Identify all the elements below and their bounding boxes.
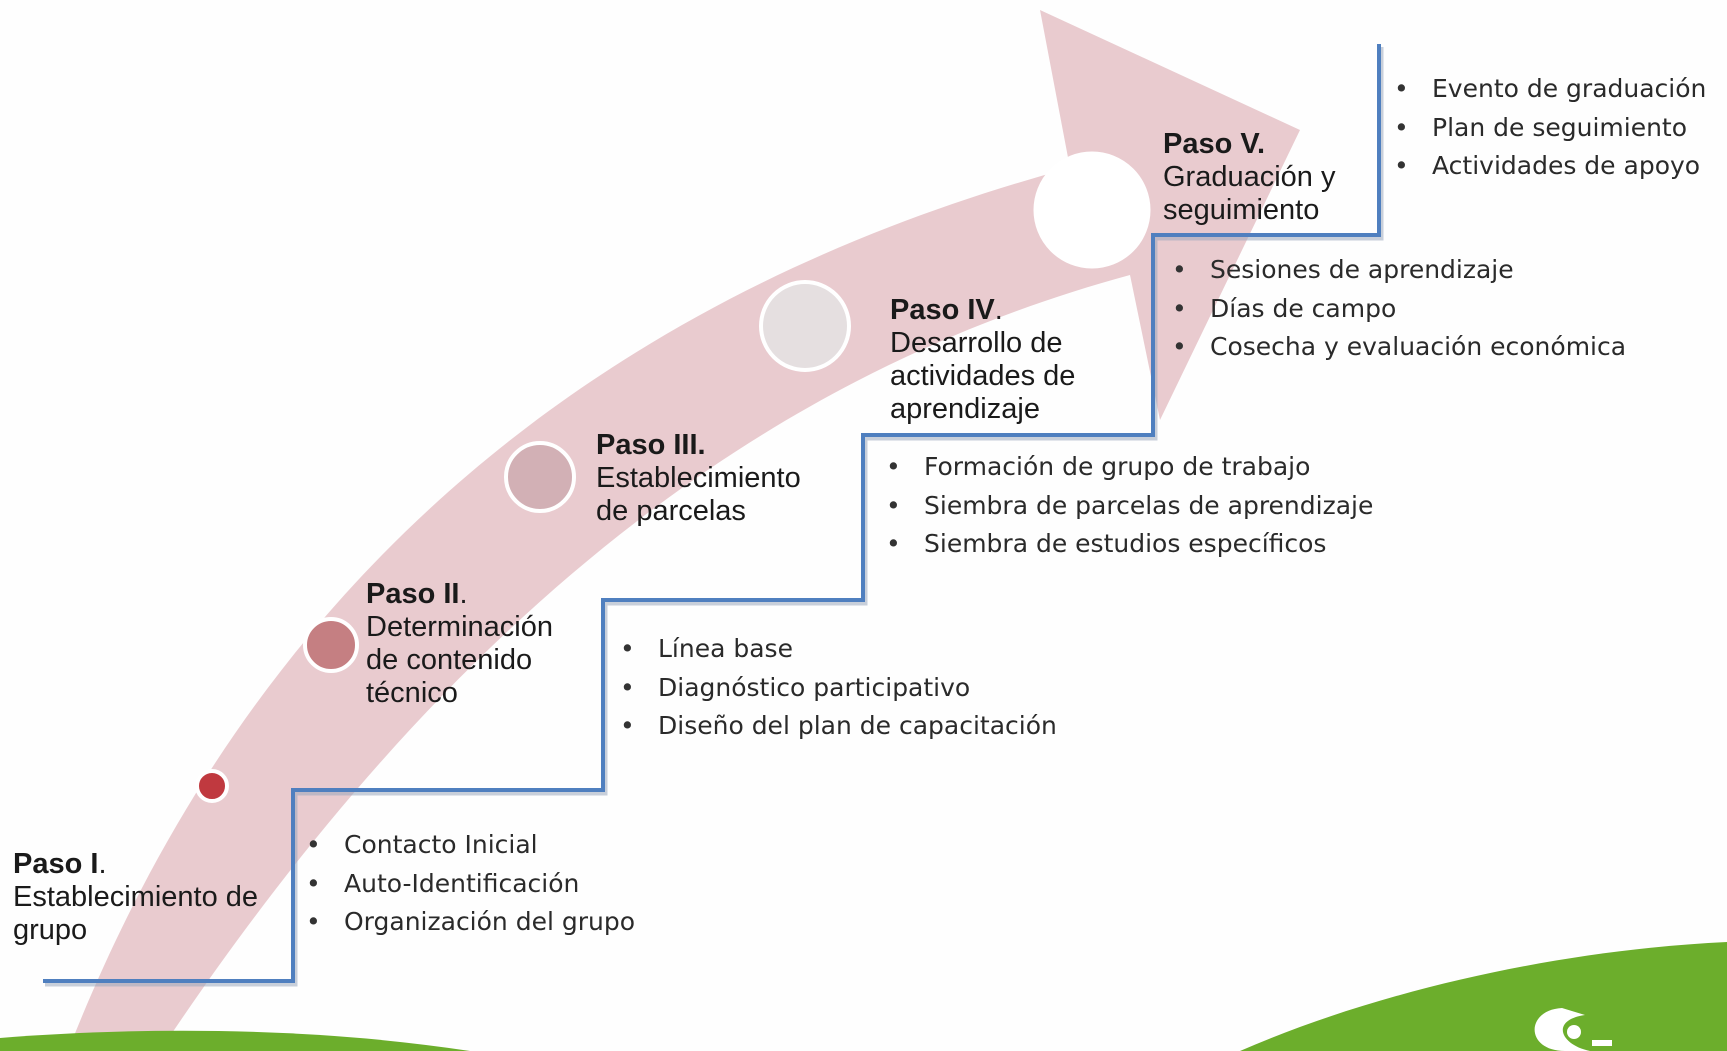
step-circle-2 (303, 617, 359, 673)
step-2-number: Paso II (366, 578, 460, 610)
list-item: Organización del grupo (306, 903, 635, 942)
list-item: Contacto Inicial (306, 826, 635, 865)
step-3-number: Paso III. (596, 429, 706, 461)
step-1-suffix: . (98, 848, 107, 880)
step-1-description: Establecimiento de grupo (13, 881, 259, 946)
step-5-number: Paso V. (1163, 128, 1266, 160)
list-item: Línea base (620, 630, 1057, 669)
step-2-label: Paso II. Determinación de contenido técn… (366, 578, 576, 710)
step-5-description: Graduación y seguimiento (1163, 161, 1336, 226)
step-circle-3 (504, 441, 576, 513)
step-circle-4 (759, 280, 851, 372)
list-item: Siembra de parcelas de aprendizaje (886, 487, 1373, 526)
list-item: Actividades de apoyo (1394, 147, 1706, 186)
step-5-label: Paso V. Graduación y seguimiento (1163, 128, 1368, 227)
step-4-suffix: . (994, 294, 1003, 326)
step-1-label: Paso I. Establecimiento de grupo (13, 848, 278, 947)
step-circle-1 (195, 769, 229, 803)
step-3-description: Establecimiento de parcelas (596, 462, 801, 527)
ground-right (1240, 942, 1727, 1051)
step-2-activities: Línea base Diagnóstico participativo Dis… (620, 630, 1057, 746)
list-item: Diagnóstico participativo (620, 669, 1057, 708)
step-1-number: Paso I (13, 848, 99, 880)
step-4-activities: Sesiones de aprendizaje Días de campo Co… (1172, 251, 1626, 367)
step-4-description: Desarrollo de actividades de aprendizaje (890, 327, 1076, 425)
list-item: Formación de grupo de trabajo (886, 448, 1373, 487)
step-circle-5 (1033, 151, 1151, 269)
ground-left (0, 1030, 470, 1051)
step-2-description: Determinación de contenido técnico (366, 611, 553, 709)
logo-mark-icon (1534, 1008, 1612, 1051)
list-item: Plan de seguimiento (1394, 109, 1706, 148)
step-3-label: Paso III. Establecimiento de parcelas (596, 429, 831, 528)
step-3-activities: Formación de grupo de trabajo Siembra de… (886, 448, 1373, 564)
list-item: Cosecha y evaluación económica (1172, 328, 1626, 367)
list-item: Siembra de estudios específicos (886, 525, 1373, 564)
staircase-line (43, 44, 1381, 983)
list-item: Días de campo (1172, 290, 1626, 329)
step-2-suffix: . (459, 578, 468, 610)
list-item: Evento de graduación (1394, 70, 1706, 109)
step-4-number: Paso IV (890, 294, 995, 326)
curved-arrow (68, 10, 1300, 1051)
step-5-activities: Evento de graduación Plan de seguimiento… (1394, 70, 1706, 186)
step-1-activities: Contacto Inicial Auto-Identificación Org… (306, 826, 635, 942)
step-4-label: Paso IV. Desarrollo de actividades de ap… (890, 294, 1110, 426)
list-item: Auto-Identificación (306, 865, 635, 904)
list-item: Diseño del plan de capacitación (620, 707, 1057, 746)
list-item: Sesiones de aprendizaje (1172, 251, 1626, 290)
